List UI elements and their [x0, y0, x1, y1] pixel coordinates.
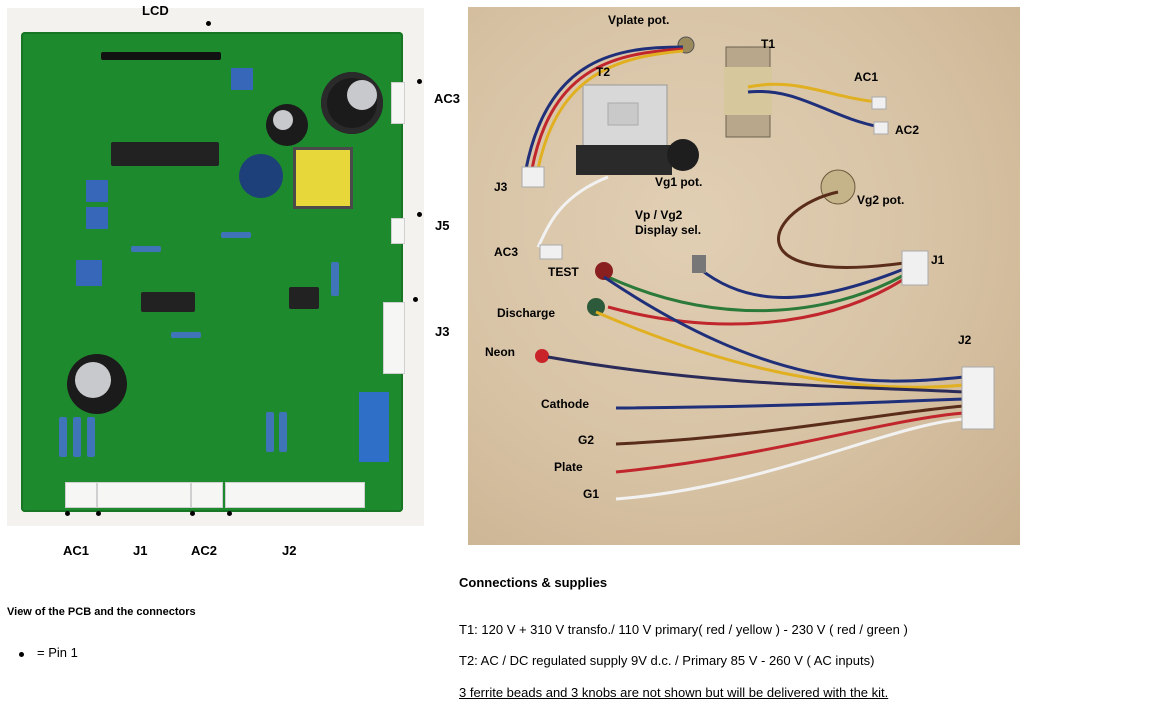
trimmer-4 — [231, 68, 253, 90]
label-g1: G1 — [583, 487, 600, 501]
ac3-plug — [539, 244, 563, 260]
label-discharge: Discharge — [497, 306, 556, 320]
capacitor-top — [347, 80, 377, 110]
connector-j2 — [225, 482, 365, 508]
pcb-board — [21, 32, 405, 512]
connector-j1 — [97, 482, 191, 508]
connector-ac3 — [391, 82, 405, 124]
label-vp-vg2: Vp / Vg2 — [635, 208, 683, 222]
label-vplate-pot: Vplate pot. — [608, 13, 670, 27]
lcd-header — [101, 52, 221, 60]
label-vg2-pot: Vg2 pot. — [857, 193, 905, 207]
neon-lamp — [535, 349, 549, 363]
connector-j3 — [383, 302, 405, 374]
j3-plug — [521, 166, 545, 188]
connections-heading: Connections & supplies — [459, 575, 608, 590]
label-display-sel: Display sel. — [635, 223, 702, 237]
trimmer-2 — [86, 207, 108, 229]
ic-opamp-1 — [141, 292, 195, 312]
pin1-dot — [65, 511, 70, 516]
label-j2: J2 — [282, 543, 297, 558]
t2-supply — [576, 84, 672, 175]
connector-ac2 — [191, 482, 223, 508]
wiring-drawing — [521, 36, 995, 501]
label-g2: G2 — [578, 433, 595, 447]
pin1-legend-dot — [19, 652, 24, 657]
relay — [359, 392, 389, 462]
t2-description: T2: AC / DC regulated supply 9V d.c. / P… — [459, 653, 875, 668]
label-t2: T2 — [596, 65, 611, 79]
resistor — [171, 332, 201, 338]
capacitor-bottom-top — [75, 362, 111, 398]
j1-plug — [901, 250, 929, 286]
label-vg1-pot: Vg1 pot. — [655, 175, 703, 189]
vg2-pot — [820, 169, 856, 205]
label-j5: J5 — [435, 218, 450, 233]
capacitor-medium-top — [273, 110, 293, 130]
pin1-dot — [227, 511, 232, 516]
label-ac3: AC3 — [434, 91, 461, 106]
label-j1: J1 — [133, 543, 148, 558]
ic-microcontroller — [111, 142, 219, 166]
pin1-legend: = Pin 1 — [37, 645, 78, 660]
t1-description: T1: 120 V + 310 V transfo./ 110 V primar… — [459, 622, 908, 637]
label-lcd: LCD — [142, 3, 169, 18]
pin1-dot — [96, 511, 101, 516]
j2-plug — [961, 366, 995, 430]
pcb-photo — [7, 8, 424, 526]
inductor-221 — [239, 154, 283, 198]
label-j3-photo: J3 — [494, 180, 508, 194]
resistor — [331, 262, 339, 296]
connector-j5 — [391, 218, 405, 244]
pin1-dot — [413, 297, 418, 302]
label-ac2: AC2 — [191, 543, 218, 558]
kit-note: 3 ferrite beads and 3 knobs are not show… — [459, 685, 889, 700]
pcb-caption: View of the PCB and the connectors — [7, 606, 196, 618]
label-t1: T1 — [761, 37, 776, 51]
label-ac1: AC1 — [63, 543, 90, 558]
label-j1-photo: J1 — [931, 253, 945, 267]
label-neon: Neon — [485, 345, 515, 359]
resistor — [221, 232, 251, 238]
label-plate: Plate — [554, 460, 583, 474]
display-selector-switch — [692, 255, 706, 273]
label-j2-photo: J2 — [958, 333, 972, 347]
label-cathode: Cathode — [541, 397, 589, 411]
label-ac3-photo: AC3 — [494, 245, 519, 259]
trimmer-3 — [76, 260, 102, 286]
resistor — [266, 412, 274, 452]
ferrite-transformer — [293, 147, 353, 209]
label-ac1-photo: AC1 — [854, 70, 879, 84]
resistor — [87, 417, 95, 457]
components-photo — [468, 7, 1020, 545]
pin1-dot — [190, 511, 195, 516]
label-ac2-photo: AC2 — [895, 123, 920, 137]
trimmer-1 — [86, 180, 108, 202]
vg1-pot — [667, 139, 699, 171]
ic-opamp-2 — [289, 287, 319, 309]
label-j3: J3 — [435, 324, 450, 339]
resistor — [73, 417, 81, 457]
discharge-button — [587, 298, 605, 316]
test-button — [595, 262, 613, 280]
connector-ac1 — [65, 482, 97, 508]
resistor — [59, 417, 67, 457]
pin1-dot — [417, 79, 422, 84]
pin1-dot — [417, 212, 422, 217]
pin1-dot — [206, 21, 211, 26]
resistor — [131, 246, 161, 252]
resistor — [279, 412, 287, 452]
label-test: TEST — [548, 265, 579, 279]
